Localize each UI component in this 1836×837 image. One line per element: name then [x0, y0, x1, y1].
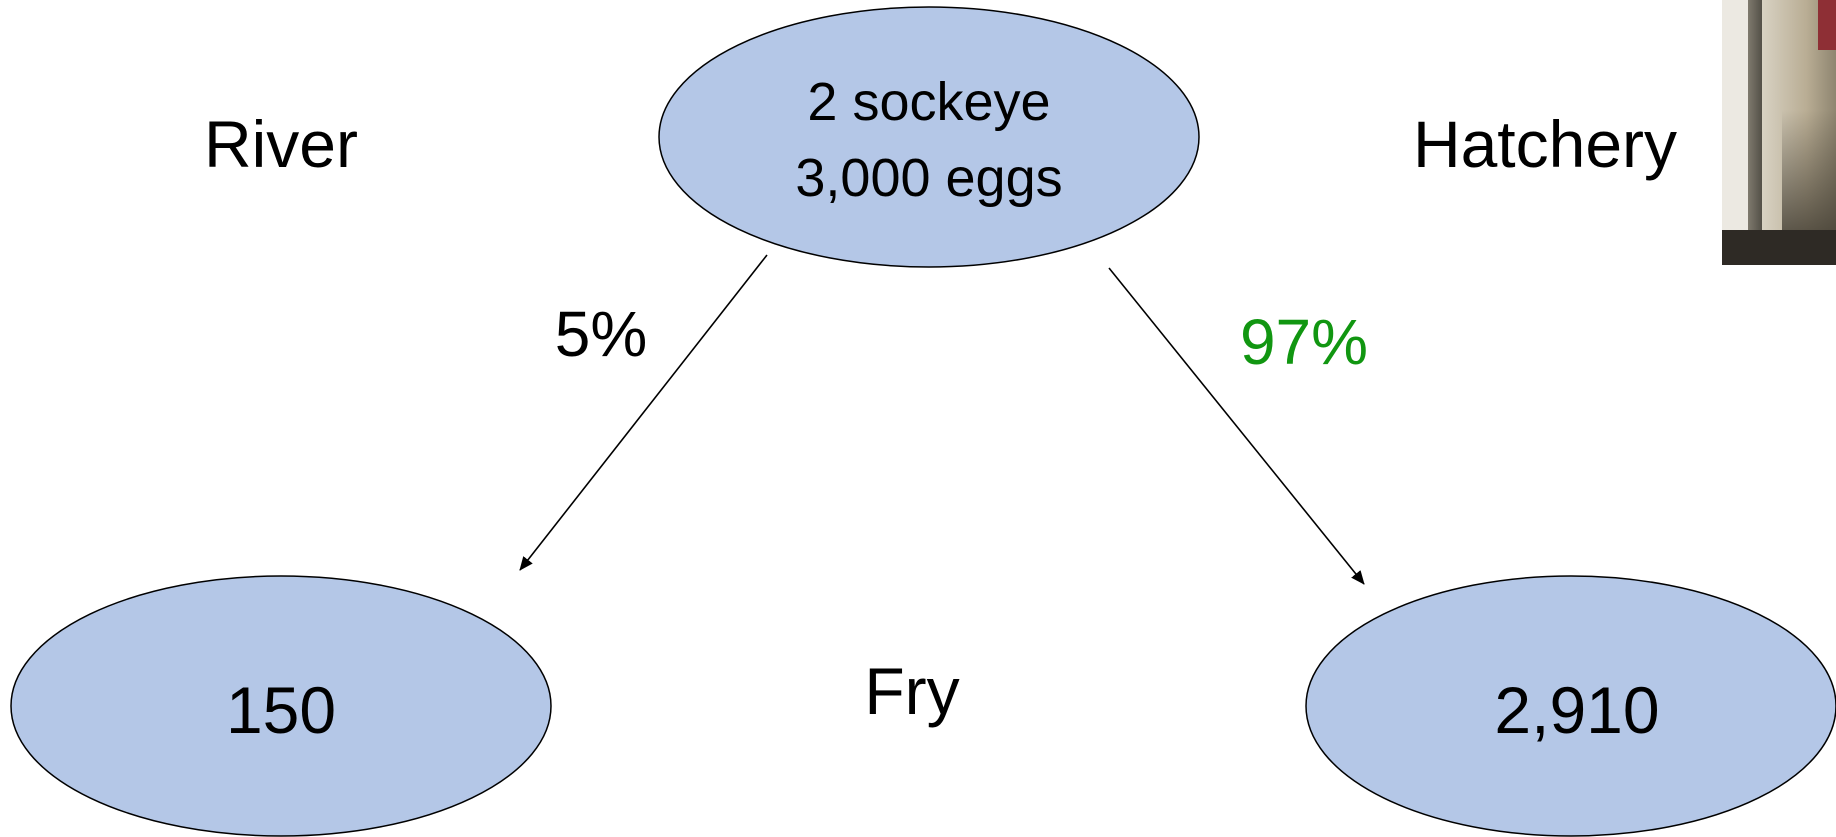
eggs-node-line1: 2 sockeye	[807, 72, 1050, 132]
fry-label: Fry	[864, 654, 959, 728]
river-arrow	[519, 254, 768, 571]
river-survival-percent: 5%	[555, 298, 648, 370]
eggs-node: 2 sockeye 3,000 eggs	[658, 6, 1200, 268]
river-fry-node: 150	[10, 575, 552, 837]
hatchery-fry-node-shape	[1305, 575, 1836, 837]
hatchery-fry-node: 2,910	[1305, 575, 1836, 837]
eggs-node-line2: 3,000 eggs	[795, 148, 1062, 208]
river-fry-node-shape	[10, 575, 552, 837]
hatchery-tray-photo	[1722, 0, 1836, 265]
hatchery-survival-percent: 97%	[1240, 306, 1368, 378]
hatchery-label: Hatchery	[1413, 107, 1677, 181]
hatchery-fry-count: 2,910	[1494, 673, 1659, 747]
river-label: River	[204, 107, 358, 181]
river-fry-count: 150	[226, 673, 336, 747]
hatchery-arrow	[1108, 267, 1365, 585]
eggs-node-shape	[658, 6, 1200, 268]
